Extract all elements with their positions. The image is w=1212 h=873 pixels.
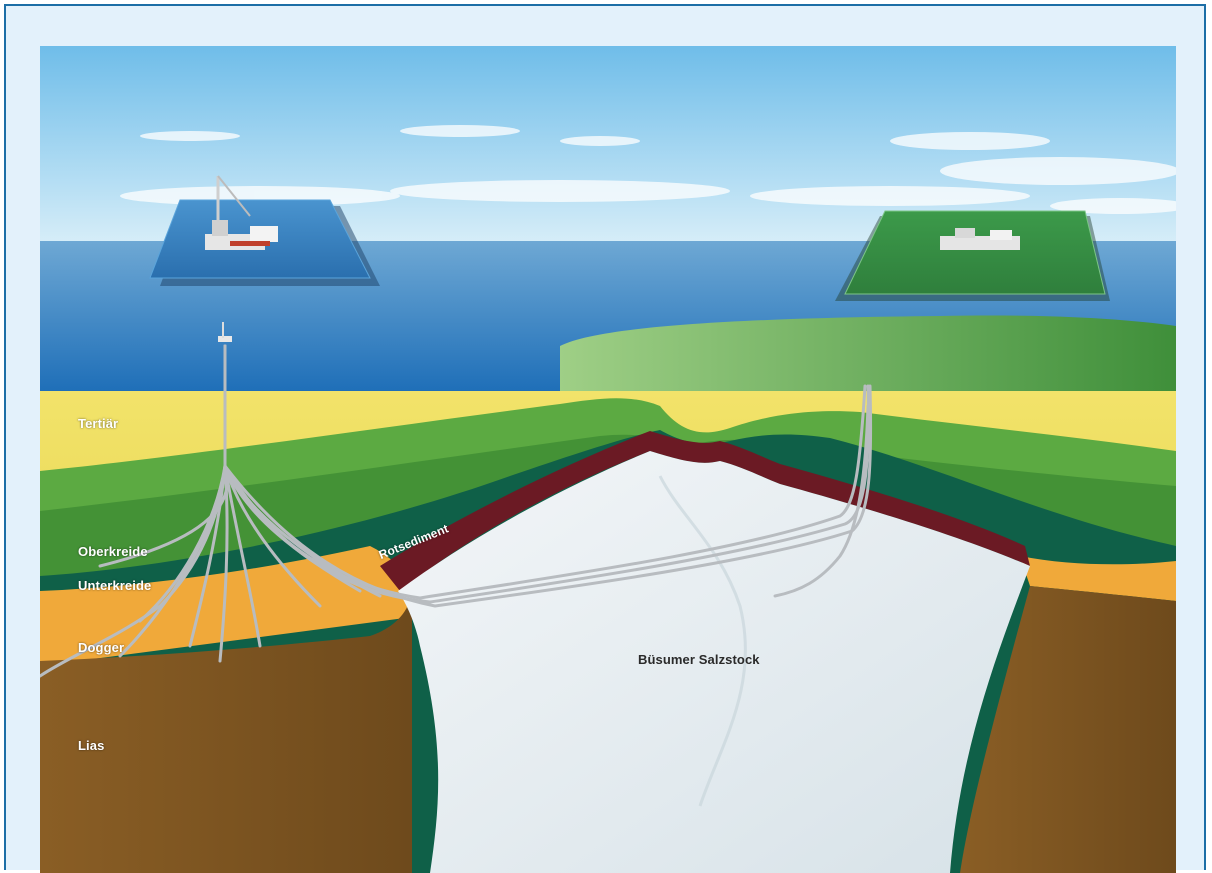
layer-lias-right — [960, 586, 1176, 873]
salt-dome — [398, 451, 1030, 873]
wellbore-bundle-icon — [40, 344, 873, 678]
label-lias: Lias — [78, 738, 105, 753]
onshore-facility-icon — [835, 210, 1110, 301]
label-tertiaer: Tertiär — [78, 416, 119, 431]
offshore-platform-icon — [149, 175, 380, 286]
coastal-land — [560, 315, 1176, 391]
layer-lias-left — [40, 586, 412, 873]
label-oberkreide: Oberkreide — [78, 544, 148, 559]
offshore-rig-small — [218, 322, 232, 342]
layer-dogger-left — [40, 546, 420, 666]
label-salzstock: Büsumer Salzstock — [638, 652, 760, 667]
cross-section-svg — [40, 46, 1176, 873]
label-dogger: Dogger — [78, 640, 125, 655]
layer-dogger-right — [1020, 556, 1176, 601]
layer-rotsediment — [380, 431, 1030, 591]
label-unterkreide: Unterkreide — [78, 578, 152, 593]
geological-cross-section: Tertiär Oberkreide Unterkreide Dogger Li… — [40, 46, 1176, 873]
salt-dome-shading — [658, 475, 747, 807]
